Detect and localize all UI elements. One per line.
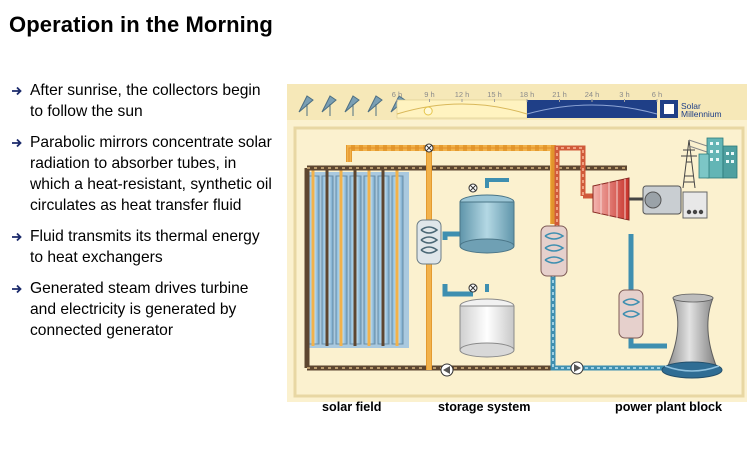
cooling-tower: [661, 293, 723, 379]
timeline-tick-label: 6 h: [392, 90, 402, 99]
solar-millennium-logo: Solar Millennium: [660, 100, 722, 119]
logo-line1: Solar: [681, 101, 701, 111]
timeline-tick-label: 15 h: [487, 90, 502, 99]
arrow-icon: [12, 86, 22, 96]
cold-storage-tank: [459, 298, 515, 358]
bullet-item: Fluid transmits its thermal energy to he…: [10, 226, 272, 268]
timeline-tick-label: 12 h: [455, 90, 470, 99]
timeline-tick-label: 24 h: [585, 90, 600, 99]
pump-icon: [440, 363, 454, 377]
condenser: [618, 289, 644, 339]
section-labels: solar field storage system power plant b…: [287, 400, 747, 420]
bullet-item: After sunrise, the collectors begin to f…: [10, 80, 272, 122]
bullet-text: Fluid transmits its thermal energy to he…: [30, 228, 260, 266]
timeline-tick-label: 6 h: [652, 90, 662, 99]
logo-line2: Millennium: [681, 109, 722, 119]
city-buildings-icon: [698, 137, 738, 179]
valve-icon: [468, 183, 478, 193]
bullet-list: After sunrise, the collectors begin to f…: [10, 80, 272, 351]
power-line-tower-icon: [681, 139, 708, 189]
sun-marker: [423, 106, 433, 116]
storage-system-label: storage system: [438, 400, 531, 414]
timeline-tick-label: 18 h: [520, 90, 535, 99]
valve-icon: [468, 283, 478, 293]
pump-icon: [424, 143, 434, 153]
timeline-tick-label: 21 h: [552, 90, 567, 99]
page-title: Operation in the Morning: [9, 12, 273, 37]
steam-turbine: [592, 177, 643, 221]
timeline-night-bar: [527, 100, 657, 118]
power-plant-block-label: power plant block: [615, 400, 723, 414]
arrow-icon: [12, 138, 22, 148]
generator: [642, 185, 708, 219]
storage-system: [416, 143, 515, 377]
solar-field: [305, 168, 409, 348]
solar-field-label: solar field: [322, 400, 382, 414]
collector-icon: [321, 95, 337, 116]
timeline: 6 h 9 h 12 h 15 h 18 h 21 h 24 h 3 h 6 h: [392, 90, 662, 119]
bullet-text: After sunrise, the collectors begin to f…: [30, 82, 261, 120]
collector-icon: [344, 95, 360, 116]
hot-storage-tank: [459, 194, 515, 254]
bullet-text: Parabolic mirrors concentrate solar radi…: [30, 134, 272, 214]
timeline-tick-label: 3 h: [619, 90, 629, 99]
steam-generator: [540, 225, 568, 277]
arrow-icon: [12, 232, 22, 242]
pump-icon: [570, 361, 584, 375]
collector-icon: [367, 95, 383, 116]
bullet-text: Generated steam drives turbine and elect…: [30, 280, 249, 339]
plant-diagram: 6 h 9 h 12 h 15 h 18 h 21 h 24 h 3 h 6 h Solar M…: [287, 84, 747, 402]
bullet-item: Generated steam drives turbine and elect…: [10, 278, 272, 341]
collector-icon: [298, 95, 314, 116]
bullet-item: Parabolic mirrors concentrate solar radi…: [10, 132, 272, 216]
heat-exchanger-storage: [416, 219, 442, 265]
timeline-tick-label: 9 h: [424, 90, 434, 99]
arrow-icon: [12, 284, 22, 294]
